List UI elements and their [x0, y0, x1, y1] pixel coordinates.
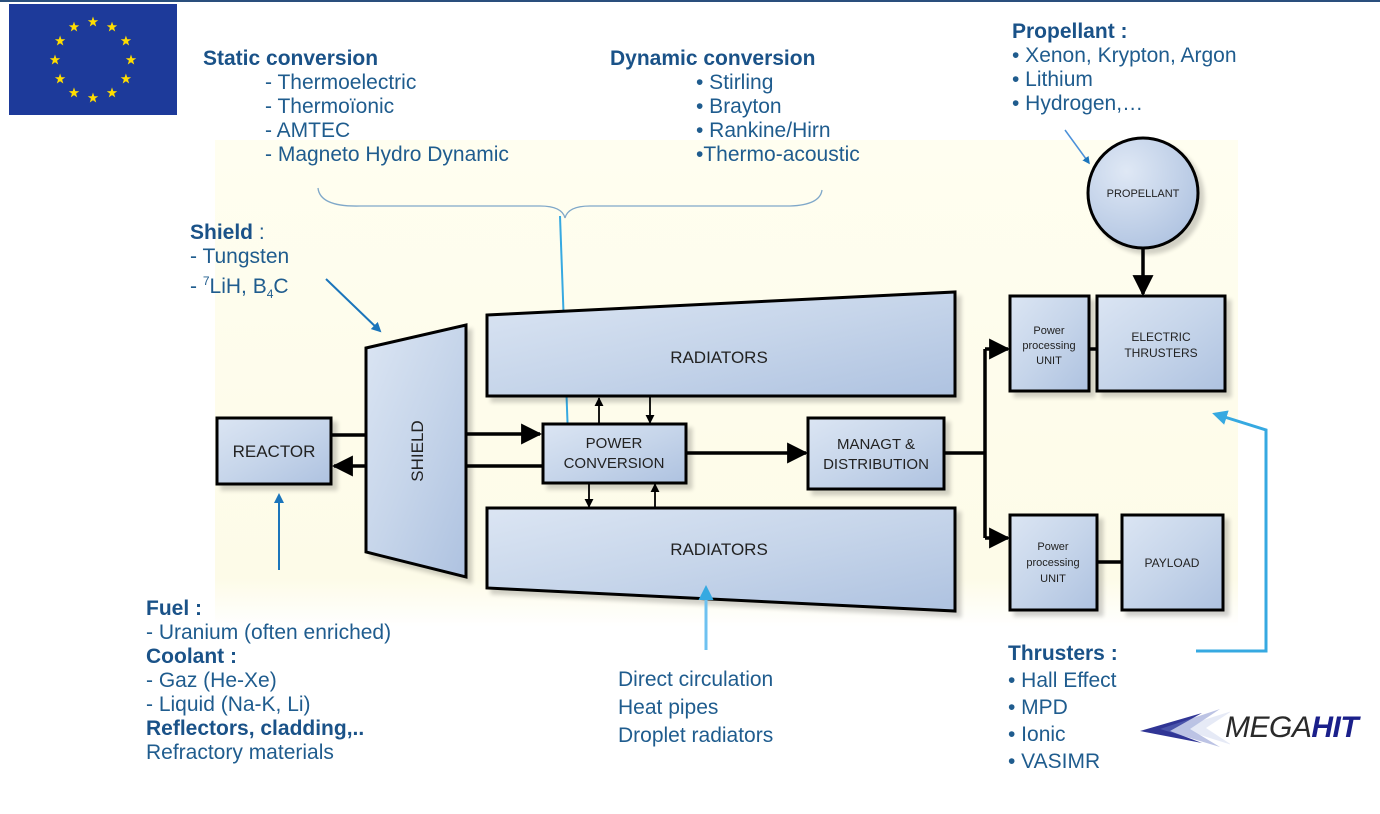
radiator-item: Droplet radiators [618, 724, 774, 747]
thruster-item: • VASIMR [1008, 750, 1101, 773]
dynamic-item: •Thermo-acoustic [696, 143, 860, 166]
radiator-item: Heat pipes [618, 696, 719, 719]
shield-heading: Shield [190, 221, 254, 244]
megahit-arrow-icon [1140, 709, 1232, 747]
management-label-2: DISTRIBUTION [823, 456, 929, 473]
fuel-item: - Uranium (often enriched) [146, 621, 392, 644]
shield-pointer-arrow [325, 278, 382, 333]
node-propellant: PROPELLANT [1086, 136, 1200, 250]
electric-thrusters-label-1: ELECTRIC [1131, 330, 1191, 344]
payload-label: PAYLOAD [1145, 556, 1200, 570]
radiators-top-label: RADIATORS [670, 348, 768, 367]
static-item: - Thermoelectric [265, 71, 417, 94]
shield-info-block: Shield : - Tungsten - 7LiH, B4C [190, 221, 289, 306]
radiator-item: Direct circulation [618, 668, 774, 691]
ppu-top-label-1: Power [1033, 325, 1065, 337]
power-conversion-label-1: POWER [586, 435, 643, 452]
node-shield: SHIELD [364, 323, 468, 579]
fuel-heading: Fuel : [146, 597, 202, 620]
static-item: - AMTEC [265, 119, 351, 142]
propellant-label: PROPELLANT [1107, 188, 1180, 200]
node-management-distribution: MANAGT & DISTRIBUTION [806, 416, 946, 491]
node-payload: PAYLOAD [1120, 513, 1225, 612]
propellant-heading: Propellant : [1012, 20, 1128, 43]
propellant-pointer-arrow [1064, 129, 1090, 165]
top-border [0, 0, 1380, 2]
node-radiators-bottom: RADIATORS [485, 506, 957, 613]
thrusters-info-block: Thrusters : • Hall Effect • MPD • Ionic … [1008, 640, 1118, 775]
radiators-bottom-label: RADIATORS [670, 540, 768, 559]
ppu-top-label-2: processing [1022, 340, 1075, 352]
megahit-logo: MEGAHIT [1140, 707, 1370, 751]
coolant-item: - Gaz (He-Xe) [146, 669, 277, 692]
shield-formula: - 7LiH, B4C [190, 274, 289, 302]
shield-label: SHIELD [408, 420, 427, 481]
ppu-top-label-3: UNIT [1036, 355, 1062, 367]
ppu-bottom-label-3: UNIT [1040, 573, 1066, 585]
thruster-item: • Hall Effect [1008, 669, 1117, 692]
eu-star-icon [87, 92, 99, 103]
reflectors-item: Refractory materials [146, 741, 334, 764]
node-power-conversion: POWER CONVERSION [541, 422, 688, 485]
connectors [331, 248, 1154, 564]
thruster-item: • Ionic [1008, 723, 1066, 746]
propellant-info-block: Propellant : • Xenon, Krypton, Argon • L… [1012, 20, 1237, 116]
conversion-brace [317, 187, 823, 219]
ppu-bottom-label-1: Power [1037, 541, 1069, 553]
dynamic-item: • Brayton [696, 95, 782, 118]
eu-star-icon [87, 16, 99, 27]
node-reactor: REACTOR [215, 416, 333, 486]
eu-star-icon [68, 87, 80, 98]
static-item: - Magneto Hydro Dynamic [265, 143, 509, 166]
node-ppu-bottom: Power processing UNIT [1008, 513, 1099, 612]
reflectors-heading: Reflectors, cladding,.. [146, 717, 365, 740]
power-conversion-label-2: CONVERSION [564, 455, 665, 472]
node-electric-thrusters: ELECTRIC THRUSTERS [1095, 294, 1227, 393]
coolant-item: - Liquid (Na-K, Li) [146, 693, 311, 716]
thruster-item: • MPD [1008, 696, 1068, 719]
eu-star-icon [54, 73, 66, 84]
dynamic-conversion-heading: Dynamic conversion [610, 47, 816, 70]
dynamic-item: • Rankine/Hirn [696, 119, 831, 142]
reactor-label: REACTOR [233, 442, 316, 461]
megahit-wordmark: MEGAHIT [1225, 711, 1359, 744]
propellant-item: • Hydrogen,… [1012, 92, 1144, 115]
node-radiators-top: RADIATORS [485, 290, 957, 398]
static-item: - Thermoïonic [265, 95, 395, 118]
static-conversion-heading: Static conversion [203, 47, 379, 70]
ppu-bottom-label-2: processing [1026, 557, 1079, 569]
eu-star-icon [120, 73, 132, 84]
shield-item: - Tungsten [190, 245, 290, 268]
thrusters-pointer-arrow [1196, 410, 1268, 653]
eu-star-icon [125, 54, 137, 65]
dynamic-conversion-block: Dynamic conversion • Stirling • Brayton … [610, 47, 860, 167]
propellant-item: • Lithium [1012, 68, 1093, 91]
eu-flag-icon [9, 4, 177, 115]
shield-heading-suffix: : [253, 221, 265, 244]
coolant-heading: Coolant : [146, 645, 237, 668]
eu-star-icon [106, 87, 118, 98]
eu-star-icon [106, 21, 118, 32]
thrusters-heading: Thrusters : [1008, 642, 1118, 665]
eu-star-icon [120, 35, 132, 46]
dynamic-item: • Stirling [696, 71, 774, 94]
electric-thrusters-label-2: THRUSTERS [1124, 346, 1197, 360]
propellant-item: • Xenon, Krypton, Argon [1012, 44, 1237, 67]
eu-star-icon [54, 35, 66, 46]
eu-star-icon [49, 54, 61, 65]
reactor-info-block: Fuel : - Uranium (often enriched) Coolan… [146, 597, 391, 765]
radiator-info-block: Direct circulation Heat pipes Droplet ra… [618, 666, 773, 750]
static-conversion-block: Static conversion - Thermoelectric - The… [203, 47, 509, 167]
management-label-1: MANAGT & [837, 436, 915, 453]
node-ppu-top: Power processing UNIT [1008, 294, 1091, 393]
eu-star-icon [68, 21, 80, 32]
